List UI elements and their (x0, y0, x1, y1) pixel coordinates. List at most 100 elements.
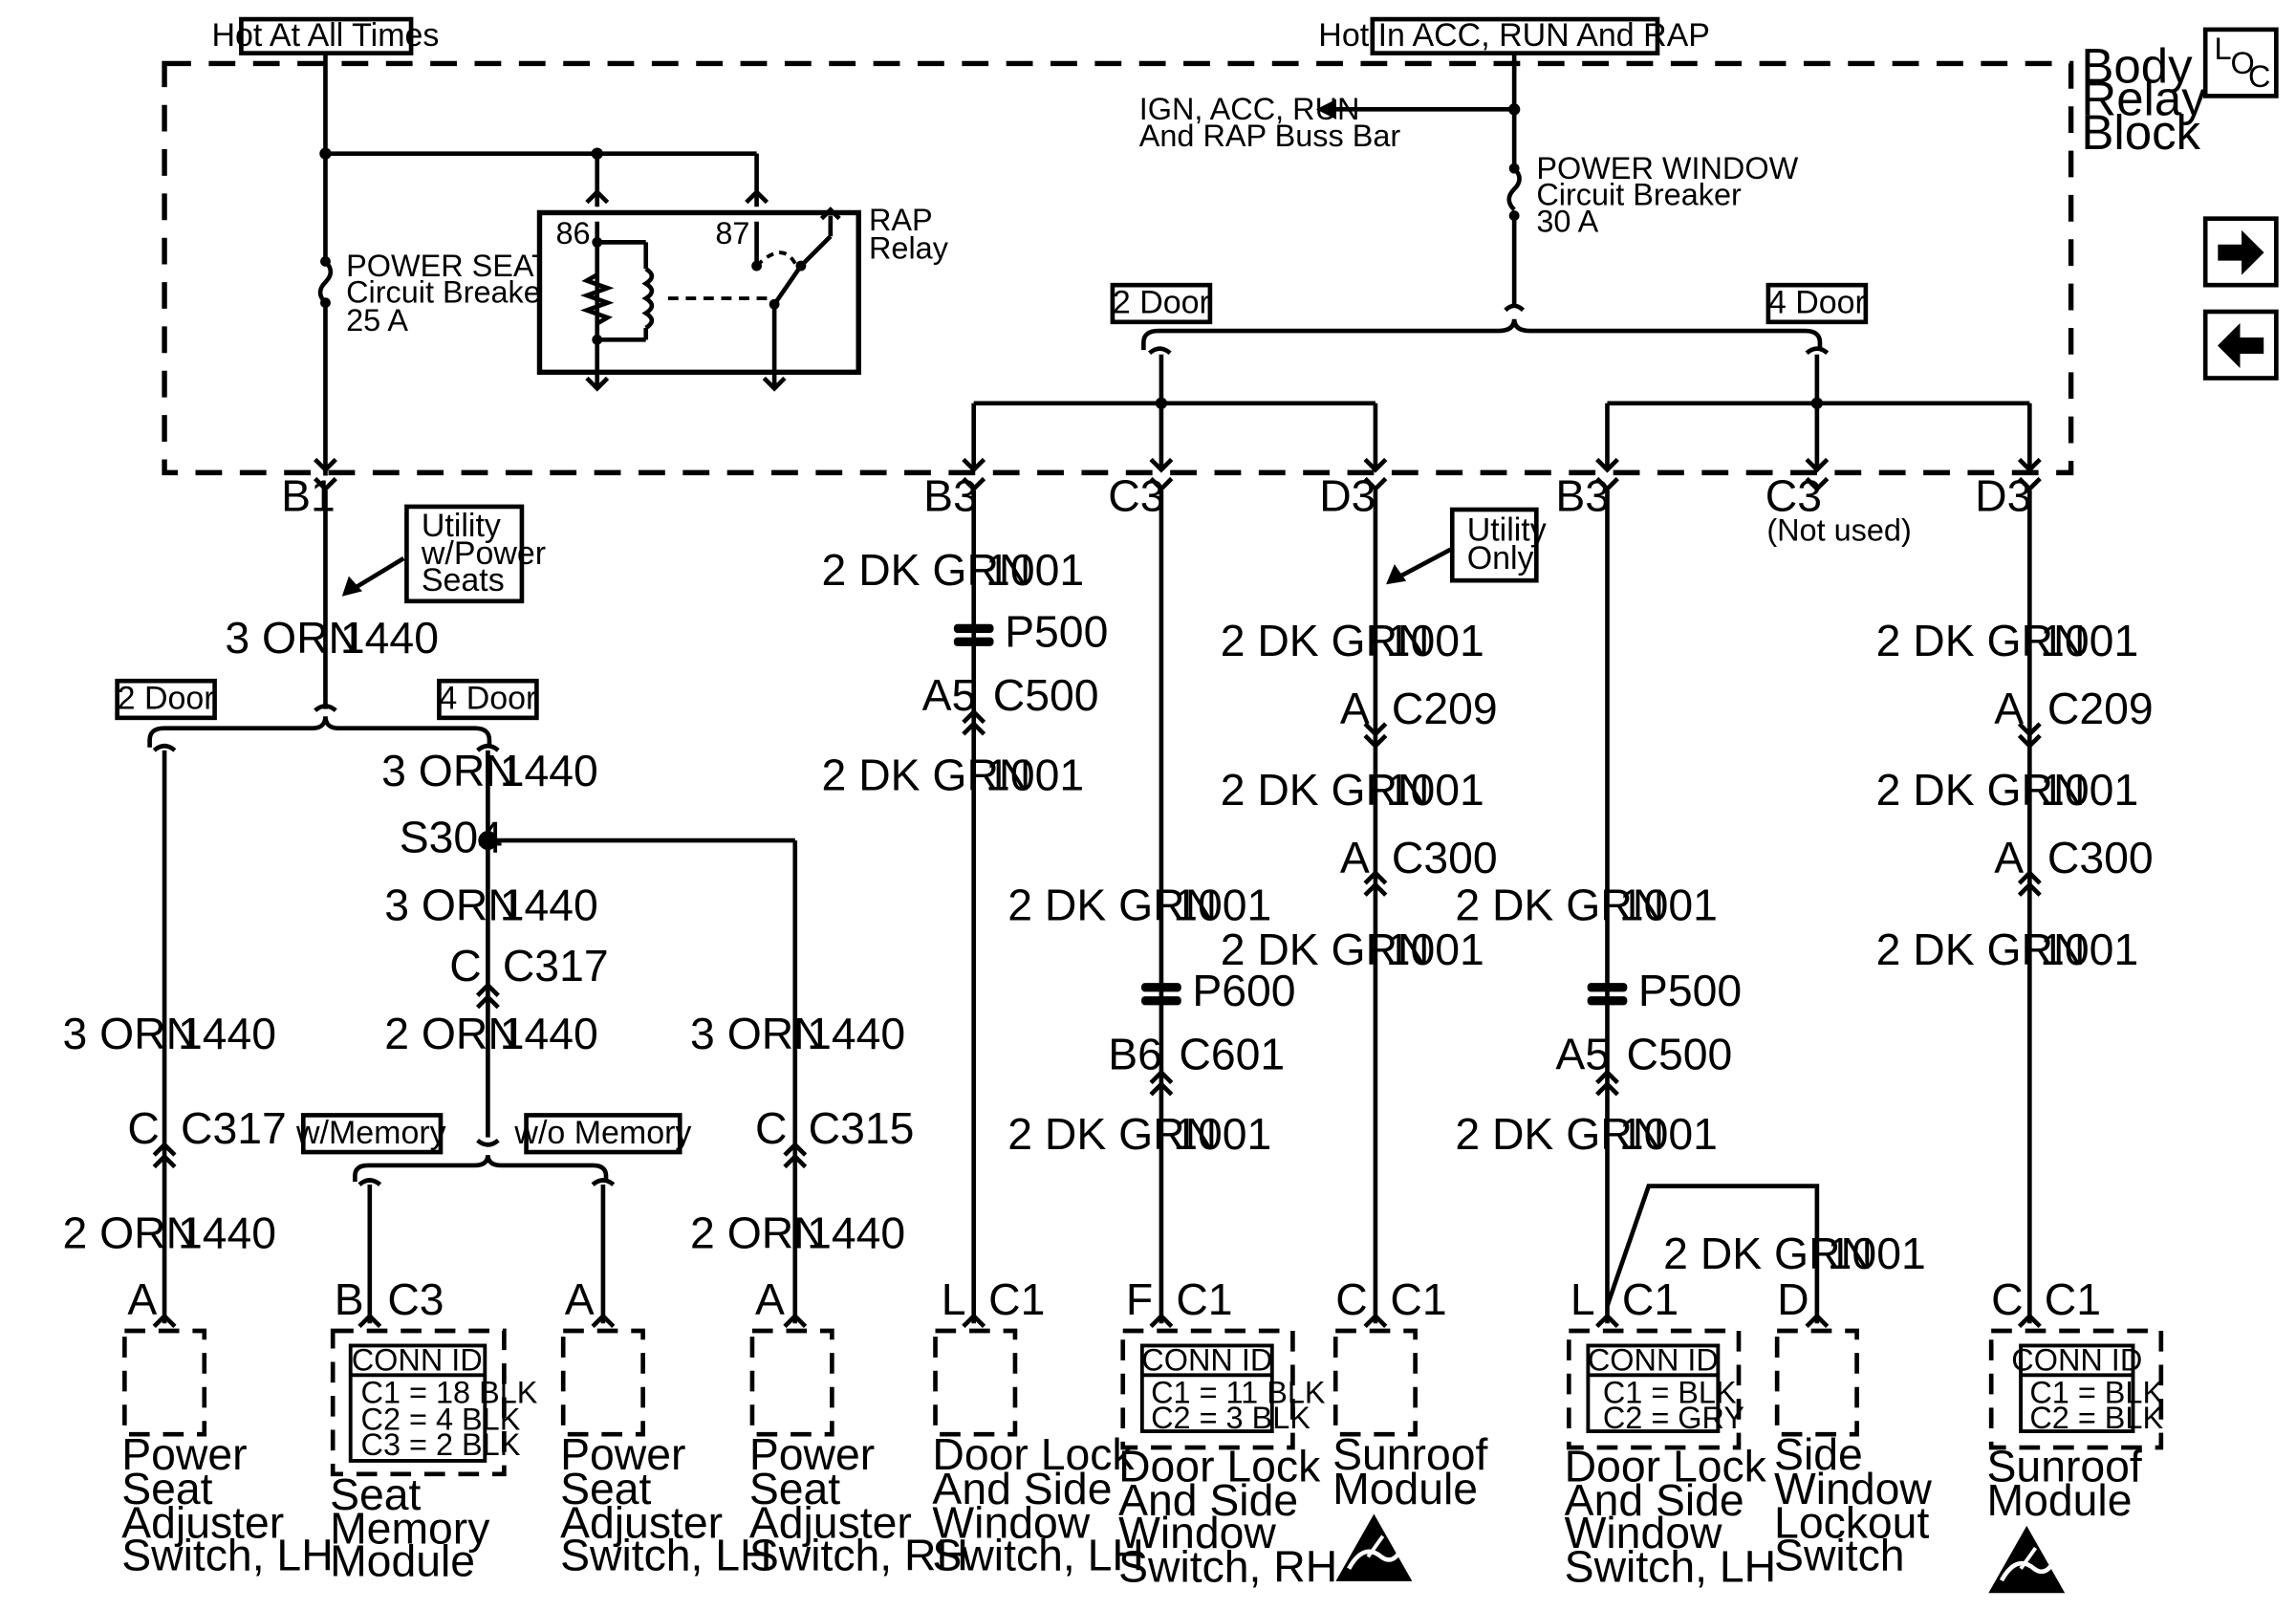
conn-id-row: C2 = GRY (1603, 1401, 1744, 1435)
circuit-label: 1001 (1386, 765, 1484, 815)
component-name: Switch, LH (932, 1530, 1143, 1579)
conn-id-title: CONN ID (1588, 1343, 1719, 1378)
circuit-1440: 1440 (340, 613, 439, 663)
connector-c317: C317 (503, 941, 609, 990)
wire-label: 2 DK GRN (822, 751, 1031, 800)
component-name: Seat (330, 1469, 421, 1519)
component-name: Window (1774, 1464, 1932, 1513)
component-name: And Side (932, 1464, 1112, 1513)
component-name: Adjuster (121, 1497, 284, 1547)
splice-s304-label: S304 (400, 812, 503, 861)
component-name: Adjuster (560, 1497, 723, 1547)
option-4door-box (1765, 282, 1869, 325)
body-relay-block-outline (162, 60, 2074, 476)
seat-option-4door-label: 4 Door (439, 681, 536, 717)
terminal-b3-2door: B3 (923, 471, 978, 521)
component-pin: C1 (1390, 1274, 1446, 1324)
component-pin: A (755, 1274, 785, 1324)
connector-c500: C500 (1627, 1030, 1733, 1079)
component-name: Window (1118, 1508, 1276, 1557)
loc-c: C (2248, 59, 2270, 94)
wire-label: 2 DK GRN (1007, 1109, 1217, 1159)
back-arrow-icon (2217, 323, 2264, 369)
pin-label: A5 (922, 670, 977, 720)
option-2door-label: 2 Door (1113, 285, 1210, 321)
circuit-label: 1001 (1386, 925, 1484, 974)
component-name: Power (560, 1429, 685, 1479)
component-door-lock-switch-rh: F C1 CONN ID C1 = 11 BLK C2 = 3 BLK Door… (1118, 1274, 1337, 1592)
wire-label: 2 DK GRN (1455, 1109, 1664, 1159)
option-2door-box (1110, 282, 1213, 325)
connector-p500: P500 (1638, 966, 1742, 1015)
terminal-c3-2door: C3 (1108, 471, 1164, 521)
rap-pin-86: 86 (555, 216, 590, 250)
circuit-label: 1440 (500, 1009, 598, 1058)
circuit-label: 1440 (178, 1208, 276, 1257)
memory-option-bracket (353, 1154, 609, 1182)
terminal-d3-2door: D3 (1319, 471, 1375, 521)
component-pin: B (335, 1274, 364, 1324)
utility-power-seats-box (404, 504, 525, 604)
wire-label-3orn: 3 ORN (225, 613, 360, 663)
rap-pin-87: 87 (715, 216, 749, 250)
wire-label: 3 ORN (384, 881, 520, 930)
forward-arrow-icon (2218, 229, 2264, 275)
component-name: Lockout (1774, 1497, 1929, 1547)
component-name: And Side (1565, 1475, 1744, 1525)
connector-p500: P500 (1005, 607, 1108, 657)
terminal-c3-not-used: (Not used) (1766, 512, 1911, 547)
component-sunroof-module-2door: C C1 Sunroof Module (1332, 1274, 1488, 1581)
wire-label: 3 ORN (690, 1009, 826, 1058)
component-pin: C1 (1622, 1274, 1679, 1324)
pin-label: C (755, 1103, 787, 1153)
wire-label: 2 DK GRN (1876, 616, 2086, 665)
pin-label: A (1340, 833, 1370, 882)
component-name: Switch, LH (121, 1530, 333, 1579)
connector-c209: C209 (2047, 684, 2154, 733)
component-pin: C3 (387, 1274, 444, 1324)
body-relay-label-1: Body (2081, 39, 2193, 94)
component-name: Module (1332, 1464, 1478, 1513)
utility-only-box (1449, 507, 1539, 583)
wire-label: 2 DK GRN (822, 545, 1031, 595)
component-name: Power (749, 1429, 875, 1479)
component-name: Seat (121, 1464, 212, 1513)
component-name: Power (121, 1429, 247, 1479)
option-4door-label: 4 Door (1768, 285, 1866, 321)
component-power-seat-adjuster-lh-4door: A Power Seat Adjuster Switch, LH (560, 1274, 771, 1579)
circuit-label: 1440 (807, 1009, 905, 1058)
circuit-label: 1001 (986, 751, 1084, 800)
pin-label: B6 (1108, 1030, 1162, 1079)
circuit-label: 1440 (500, 746, 598, 795)
body-relay-label-3: Block (2081, 105, 2200, 160)
component-name: Window (1565, 1508, 1722, 1557)
wire-label: 2 DK GRN (1221, 765, 1430, 815)
loc-button[interactable]: L O C (2202, 27, 2279, 98)
connector-c300: C300 (2047, 833, 2154, 882)
body-relay-label-2: Relay (2081, 72, 2206, 126)
component-pin: F (1126, 1274, 1153, 1324)
forward-arrow-button[interactable] (2202, 216, 2279, 288)
component-pin: L (1570, 1274, 1595, 1324)
loc-l: L (2214, 32, 2231, 66)
wire-label: 2 DK GRN (1876, 925, 2086, 974)
component-door-lock-switch-lh-4door: L C1 CONN ID C1 = BLK C2 = GRY Door Lock… (1565, 1274, 1776, 1592)
component-name: Memory (330, 1503, 490, 1553)
conn-id-row: C1 = BLK (1603, 1376, 1737, 1410)
conn-id-title: CONN ID (352, 1343, 483, 1378)
door-option-bracket (1141, 318, 1823, 351)
connector-c601: C601 (1179, 1030, 1285, 1079)
back-arrow-button[interactable] (2202, 309, 2279, 381)
component-name: Switch, RH (749, 1530, 968, 1579)
connector-c315: C315 (809, 1103, 915, 1153)
pin-label: C (449, 941, 481, 990)
component-side-window-lockout-switch: D Side Window Lockout Switch (1774, 1274, 1932, 1579)
component-pin: C (1335, 1274, 1367, 1324)
component-name: Switch, LH (1565, 1542, 1776, 1592)
wire-label: 3 ORN (62, 1009, 198, 1058)
power-window-cb-1: POWER WINDOW (1536, 151, 1798, 185)
component-pin: A (565, 1274, 595, 1324)
power-window-cb-3: 30 A (1536, 205, 1598, 239)
esd-warning-icon (1988, 1525, 2066, 1594)
utility-only-1: Utility (1467, 511, 1547, 548)
